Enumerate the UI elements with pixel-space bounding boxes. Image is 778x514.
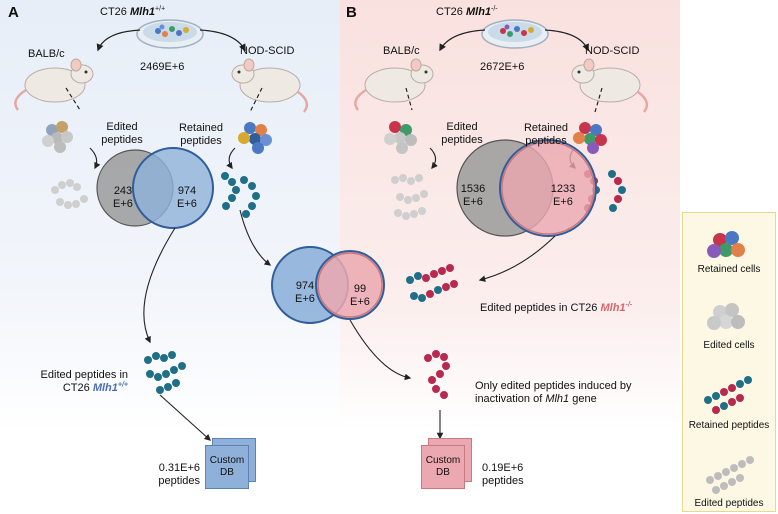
legend-retained-peptides-icon bbox=[704, 376, 752, 414]
edited-peptide-chain-wt-icon bbox=[144, 351, 186, 394]
edited-cells-a-icon bbox=[42, 121, 73, 153]
legend-retained-cells-label: Retained cells bbox=[697, 264, 761, 275]
edited-peptide-chain-b-icon bbox=[391, 174, 428, 220]
panel-b-mouse-right-label: NOD-SCID bbox=[585, 45, 640, 57]
retained-cells-a-icon bbox=[238, 122, 272, 154]
mouse-balbc-b-icon bbox=[354, 58, 434, 111]
venn-diagram-b bbox=[456, 139, 597, 237]
legend-edited-peptides-icon bbox=[706, 456, 754, 494]
legend-edited-cells-icon bbox=[707, 303, 745, 330]
panel-a-cell-line: CT26 Mlh1+/+ bbox=[100, 5, 166, 18]
panel-a-result-label: Edited peptides in CT26 Mlh1+/+ bbox=[40, 369, 128, 394]
legend-box bbox=[682, 212, 776, 512]
petri-dish-b-icon bbox=[481, 19, 549, 49]
panel-b-result-label: Edited peptides in CT26 Mlh1-/- bbox=[480, 301, 633, 314]
mouse-nodscid-a-icon bbox=[231, 58, 309, 113]
petri-dish-a-icon bbox=[136, 19, 204, 49]
venn-diagram-middle bbox=[271, 246, 385, 324]
legend-edited-peptides-label: Edited peptides bbox=[694, 498, 764, 509]
legend-retained-peptides-label: Retained peptides bbox=[688, 420, 770, 431]
mouse-balbc-a-icon bbox=[14, 58, 94, 111]
panel-a-mouse-left-label: BALB/c bbox=[28, 48, 65, 60]
panel-a-mouse-right-label: NOD-SCID bbox=[240, 45, 295, 57]
panel-b-mouse-left-label: BALB/c bbox=[383, 45, 420, 57]
panel-a-letter: A bbox=[8, 4, 19, 21]
legend-edited-cells-label: Edited cells bbox=[703, 340, 755, 351]
venn-diagram-a bbox=[96, 147, 214, 229]
mouse-nodscid-b-icon bbox=[571, 58, 649, 113]
retained-cells-b-icon bbox=[573, 122, 607, 154]
panel-b-total-peptides: 2672E+6 bbox=[480, 61, 525, 73]
edited-cells-b-icon bbox=[384, 121, 417, 154]
edited-peptide-chain-a-icon bbox=[51, 179, 88, 209]
panel-a-total-peptides: 2469E+6 bbox=[140, 61, 185, 73]
only-edited-label: Only edited peptides induced by inactiva… bbox=[475, 380, 632, 405]
retained-peptide-chain-a-icon bbox=[221, 172, 260, 218]
legend-retained-cells-icon bbox=[707, 231, 745, 258]
edited-peptide-chain-mlh1ko-icon bbox=[406, 264, 458, 302]
custom-db-a-card bbox=[205, 445, 249, 489]
panel-b-letter: B bbox=[346, 4, 357, 21]
edited-peptide-chain-only-icon bbox=[424, 350, 450, 399]
custom-db-b-card bbox=[421, 445, 465, 489]
panel-b-cell-line: CT26 Mlh1-/- bbox=[436, 5, 498, 18]
